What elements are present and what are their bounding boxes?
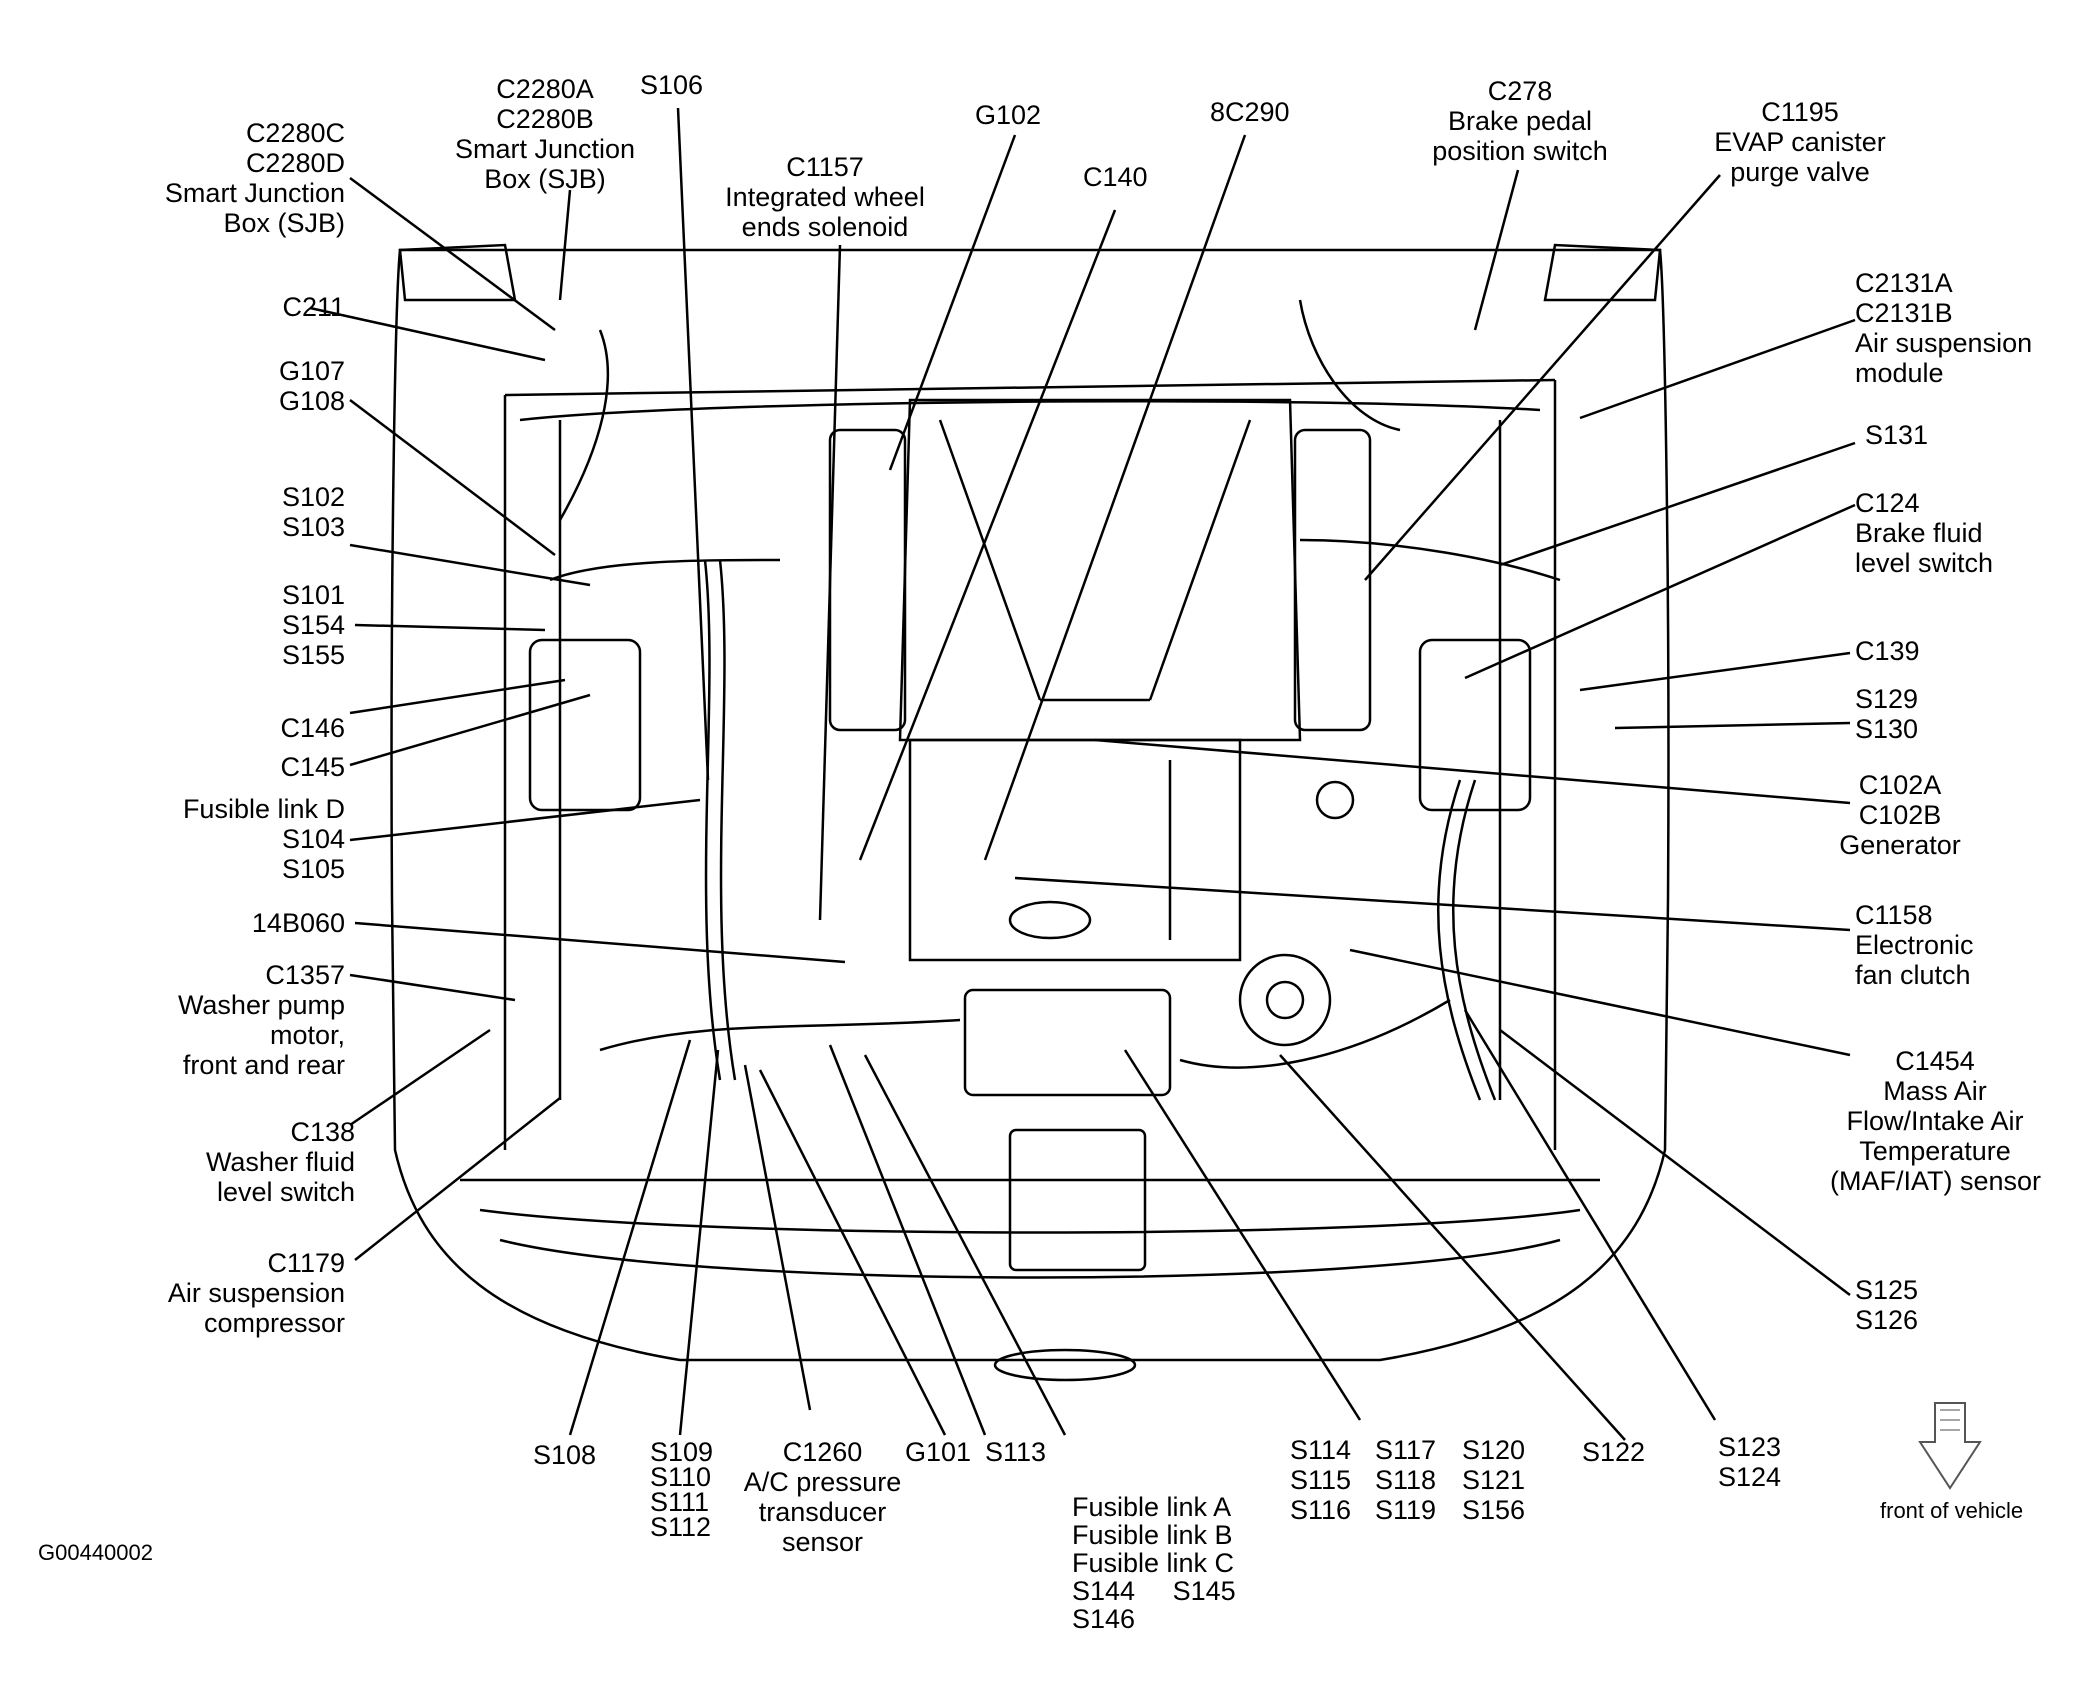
label-g102: G102 [975, 100, 1042, 130]
label-c139: C139 [1855, 636, 1920, 666]
label-c211: C211 [282, 292, 345, 322]
front-of-vehicle-arrow [1918, 1402, 1982, 1490]
label-s106: S106 [640, 70, 704, 100]
label-s122: S122 [1582, 1437, 1646, 1467]
leader-lines [309, 107, 1856, 1441]
label-s108: S108 [533, 1440, 597, 1470]
label-s113: S113 [985, 1437, 1047, 1467]
label-c140: C140 [1083, 162, 1148, 192]
engine-compartment-drawing [309, 107, 1982, 1490]
engine-outline [549, 299, 1561, 1272]
front-of-vehicle-label: front of vehicle [1880, 1498, 2024, 1523]
label-s131: S131 [1865, 420, 1929, 450]
label-14b060: 14B060 [251, 908, 345, 938]
figure-id: G00440002 [38, 1540, 153, 1565]
label-g101: G101 [905, 1437, 972, 1467]
label-8c290: 8C290 [1210, 97, 1290, 127]
vehicle-body-outline [390, 243, 1670, 1382]
label-c145: C145 [280, 752, 345, 782]
label-c146: C146 [280, 713, 345, 743]
